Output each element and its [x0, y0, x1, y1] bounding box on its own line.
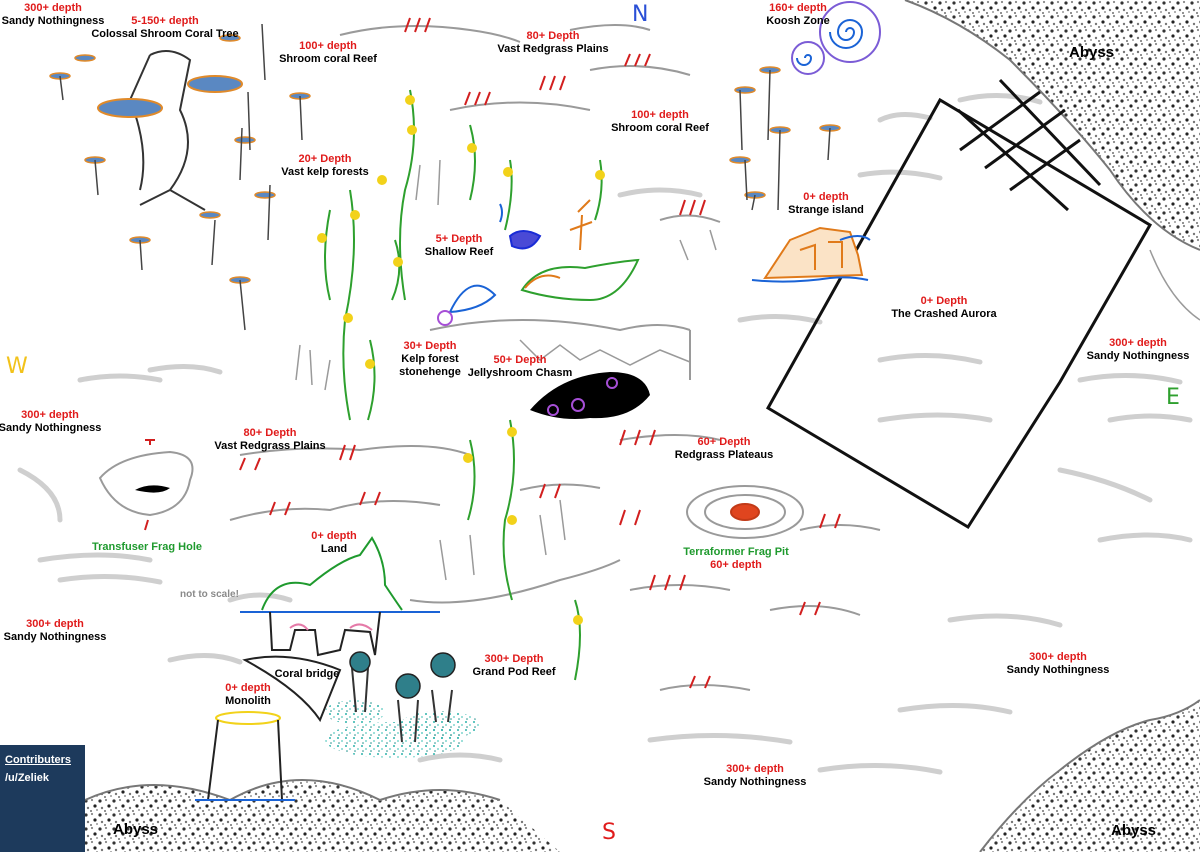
compass-south: S	[602, 820, 616, 845]
shallow-reef-corals	[437, 199, 640, 326]
abyss-label-se: Abyss	[1111, 822, 1157, 839]
zone-coral-bridge: Coral bridge	[274, 668, 340, 680]
compass-north: N	[632, 2, 649, 27]
credits-heading: Contributers	[5, 754, 71, 766]
abyss-label-ne: Abyss	[1069, 44, 1115, 61]
abyss-label-sw: Abyss	[113, 821, 159, 838]
terrain-outlines	[229, 24, 881, 691]
compass-west: W	[6, 354, 28, 379]
credits-user: /u/Zeliek	[5, 772, 50, 784]
abyss-ne	[904, 0, 1200, 251]
abyss-se	[979, 699, 1200, 852]
strange-island	[751, 226, 871, 283]
grand-pod-reef	[242, 651, 480, 758]
zone-transfuser-frag-hole: Transfuser Frag Hole	[91, 541, 203, 553]
transfuser-hole	[98, 450, 194, 517]
credits-box: Contributers /u/Zeliek	[0, 745, 85, 852]
shroom-coral-tree	[49, 23, 841, 331]
cliff-lines	[295, 159, 1200, 581]
kelp-bulbs	[317, 95, 605, 625]
compass-east: E	[1166, 385, 1180, 410]
redgrass-tufts	[144, 17, 841, 689]
land-outcrop	[240, 536, 440, 657]
koosh-spirals	[791, 1, 881, 75]
monolith-pillar	[195, 711, 295, 801]
terraformer-pit	[686, 485, 804, 539]
jellyshroom-chasm	[530, 372, 650, 419]
not-to-scale-note: not to scale!	[180, 589, 239, 600]
crashed-aurora-wreck	[765, 78, 1153, 530]
abyss-sw	[84, 779, 560, 852]
